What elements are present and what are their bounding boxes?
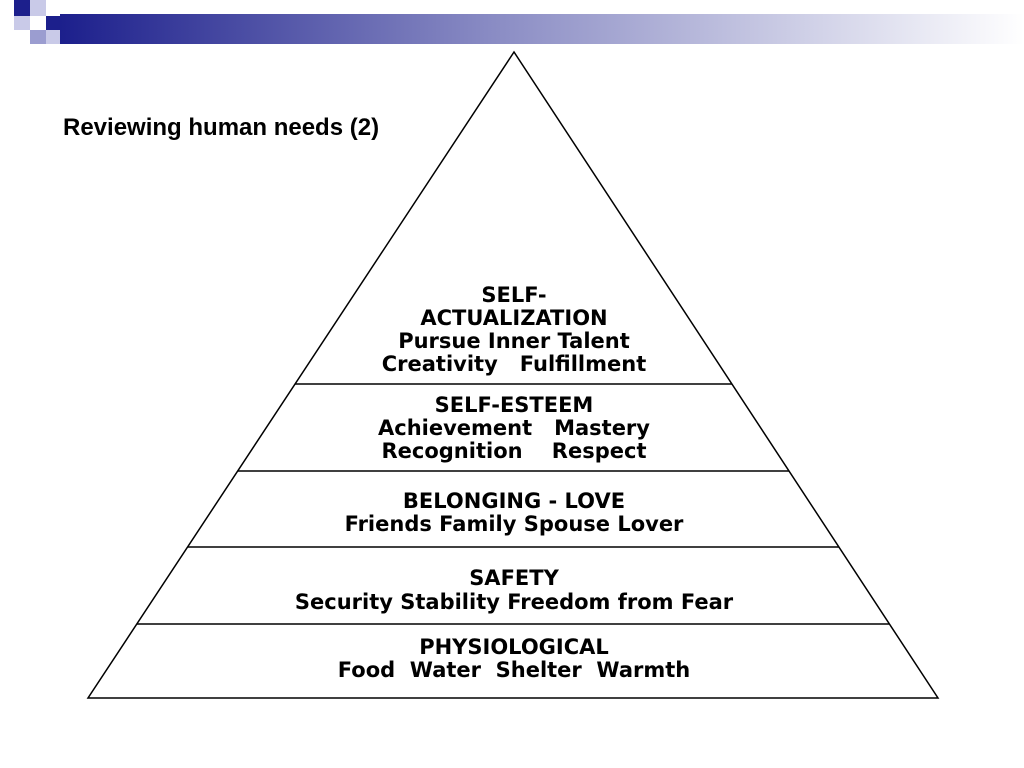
header-square [46, 30, 60, 44]
level-heading: PHYSIOLOGICAL [419, 635, 609, 659]
header-square [14, 0, 30, 16]
slide-title: Reviewing human needs (2) [63, 114, 380, 141]
level-detail: Food Water Shelter Warmth [338, 658, 690, 682]
header-gradient-bar [60, 14, 1024, 44]
pyramid-outline [86, 50, 940, 699]
pyramid-triangle [86, 50, 940, 699]
level-detail: Achievement Mastery [378, 416, 650, 440]
level-detail: Friends Family Spouse Lover [345, 512, 684, 536]
header-square [30, 0, 46, 16]
header-decoration [14, 0, 1024, 44]
level-heading: SELF- [481, 283, 546, 307]
level-heading: BELONGING - LOVE [403, 489, 625, 513]
level-heading: SAFETY [469, 566, 559, 590]
header-square [30, 16, 46, 30]
level-detail: Recognition Respect [381, 439, 646, 463]
header-bar [0, 0, 1024, 44]
level-heading: SELF-ESTEEM [435, 393, 594, 417]
level-detail: Security Stability Freedom from Fear [295, 590, 734, 614]
header-square [14, 16, 30, 30]
level-detail: Creativity Fulfillment [382, 352, 647, 376]
level-detail: ACTUALIZATION [420, 306, 607, 330]
header-square [46, 16, 60, 30]
header-square [46, 0, 60, 16]
level-detail: Pursue Inner Talent [398, 329, 630, 353]
header-square [30, 30, 46, 44]
